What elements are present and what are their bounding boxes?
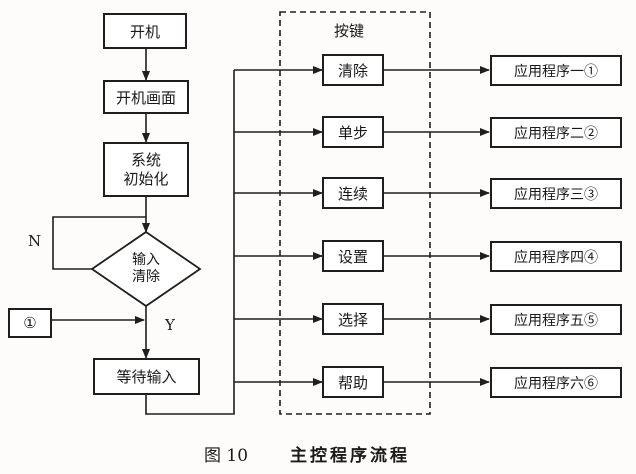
key-continuous-label: 连续 [337, 184, 368, 203]
program-4-box: 应用程序四④ [490, 241, 622, 272]
init-box: 系统 初始化 [103, 142, 189, 197]
decision-label-line-1: 输入 [132, 252, 160, 268]
key-settings-label: 设置 [337, 247, 368, 266]
connector-label: ① [23, 314, 37, 332]
key-group-frame [279, 11, 431, 415]
figure-caption: 主控程序流程 [290, 446, 410, 466]
decision-diamond [90, 230, 202, 308]
key-clear-box: 清除 [322, 54, 384, 86]
boot-screen-label: 开机画面 [115, 88, 176, 107]
figure-number: 图 10 [204, 446, 249, 466]
connector-box: ① [8, 308, 52, 338]
program-4-label: 应用程序四④ [514, 249, 598, 266]
key-group-title: 按键 [334, 22, 365, 40]
program-1-box: 应用程序一① [490, 55, 622, 86]
wait-input-label: 等待输入 [116, 368, 177, 386]
key-step-box: 单步 [322, 116, 384, 148]
line-wait-to-bus [145, 70, 235, 415]
key-settings-box: 设置 [322, 240, 384, 272]
arrow-no-loop [52, 216, 146, 270]
program-3-label: 应用程序三③ [514, 186, 598, 203]
start-box: 开机 [103, 13, 187, 49]
wait-input-box: 等待输入 [93, 358, 200, 395]
decision-label: 输入 清除 [116, 252, 176, 286]
key-help-box: 帮助 [322, 366, 384, 398]
boot-screen-box: 开机画面 [103, 80, 189, 114]
yes-label: Y [165, 316, 175, 334]
program-6-label: 应用程序六⑥ [514, 375, 598, 392]
start-label: 开机 [129, 22, 160, 41]
program-5-label: 应用程序五⑤ [514, 312, 598, 329]
program-3-box: 应用程序三③ [490, 178, 622, 209]
program-2-label: 应用程序二② [514, 125, 598, 142]
init-label-line-2: 初始化 [123, 169, 169, 188]
program-6-box: 应用程序六⑥ [490, 367, 622, 398]
key-step-label: 单步 [337, 123, 368, 142]
program-1-label: 应用程序一① [514, 63, 598, 80]
init-label-line-1: 系统 [130, 150, 161, 169]
key-select-label: 选择 [337, 310, 368, 329]
key-clear-label: 清除 [337, 61, 368, 80]
program-5-box: 应用程序五⑤ [490, 304, 622, 335]
key-select-box: 选择 [322, 303, 384, 335]
key-continuous-box: 连续 [322, 177, 384, 209]
decision-label-line-2: 清除 [132, 269, 160, 285]
no-label: N [28, 232, 42, 250]
program-2-box: 应用程序二② [490, 117, 622, 148]
key-help-label: 帮助 [337, 373, 368, 392]
